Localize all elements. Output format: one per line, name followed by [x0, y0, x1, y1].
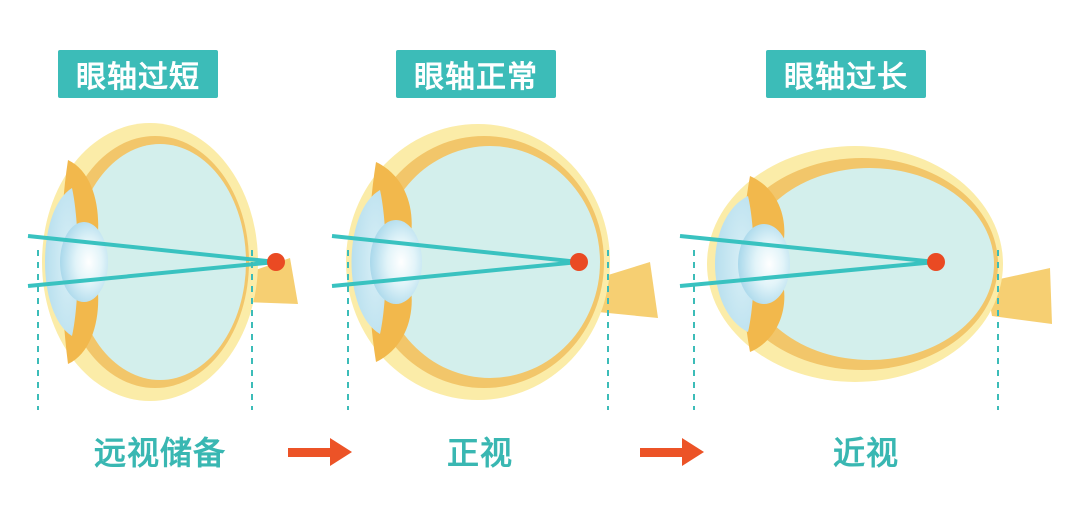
title-short-axis: 眼轴过短	[76, 60, 200, 95]
caption-text: 近视	[832, 434, 899, 472]
caption-hyperopia-reserve: 远视储备	[80, 428, 240, 474]
vitreous	[380, 146, 600, 378]
light-ray-upper	[679, 234, 937, 264]
eye-short-axis	[27, 123, 298, 410]
optic-nerve	[986, 268, 1052, 324]
title-badge-long-axis: 眼轴过长	[766, 50, 926, 98]
focal-point	[927, 253, 945, 271]
caption-myopia: 近视	[806, 428, 926, 474]
title-long-axis: 眼轴过长	[784, 60, 908, 95]
lens	[60, 222, 108, 302]
light-ray-lower	[331, 260, 580, 288]
arrow-right-icon	[640, 438, 704, 466]
eye-long-axis	[679, 146, 1052, 410]
eye-normal-axis	[331, 124, 658, 410]
caption-text: 远视储备	[93, 434, 226, 472]
caption-text: 正视	[446, 434, 513, 472]
light-ray-upper	[331, 234, 580, 264]
caption-emmetropia: 正视	[420, 428, 540, 474]
cornea	[715, 196, 754, 332]
arrow-right-icon	[288, 438, 352, 466]
lens	[370, 220, 422, 304]
focal-point	[267, 253, 285, 271]
cornea	[351, 190, 386, 334]
focal-point	[570, 253, 588, 271]
title-badge-normal-axis: 眼轴正常	[396, 50, 556, 98]
lens	[738, 224, 790, 304]
title-normal-axis: 眼轴正常	[414, 60, 538, 95]
vitreous	[746, 168, 994, 360]
light-ray-lower	[679, 260, 937, 288]
light-ray-upper	[27, 234, 277, 264]
vitreous	[74, 144, 246, 380]
light-ray-lower	[27, 260, 277, 288]
title-badge-short-axis: 眼轴过短	[58, 50, 218, 98]
